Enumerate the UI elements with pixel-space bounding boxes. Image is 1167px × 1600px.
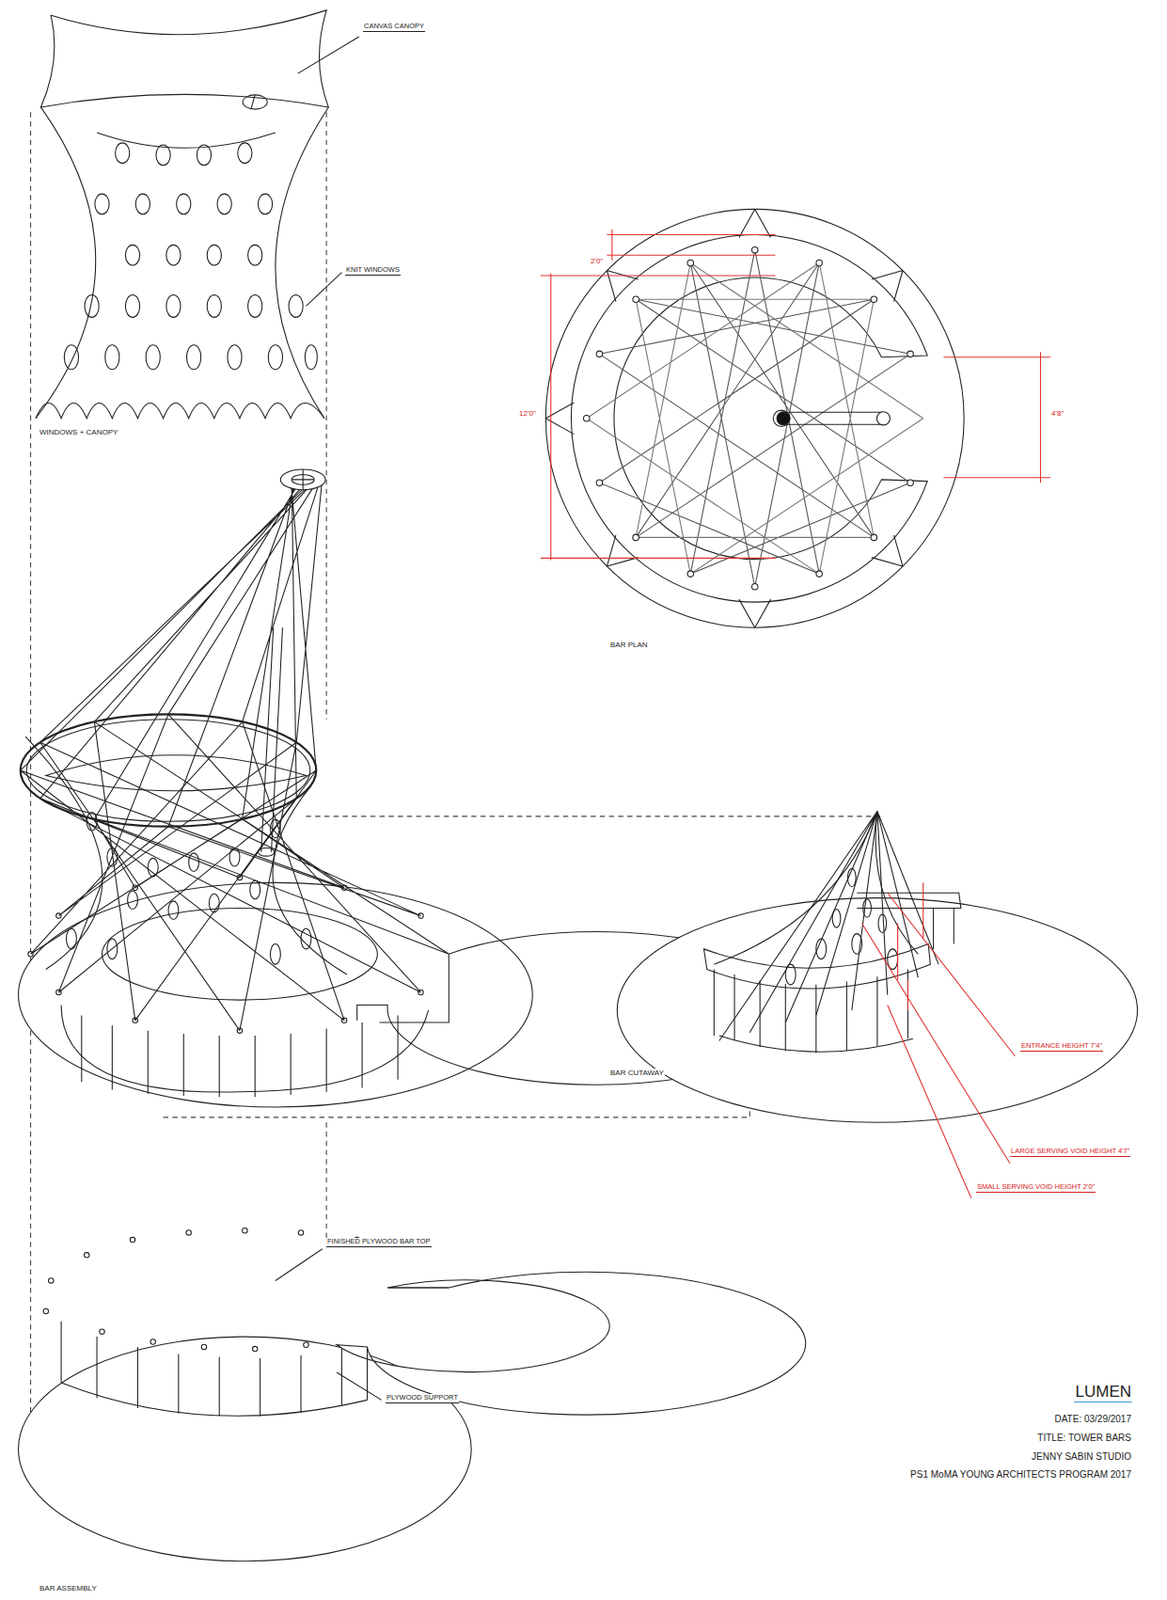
height-note: LARGE SERVING VOID HEIGHT 4'7" bbox=[1009, 1147, 1131, 1157]
bar-assembly-drawing bbox=[18, 1228, 806, 1562]
canopy-drawing bbox=[35, 10, 360, 419]
part-name: CANVAS CANOPY bbox=[362, 22, 426, 32]
view-title: BAR PLAN bbox=[609, 640, 649, 649]
dimension: 2'0" bbox=[589, 256, 604, 266]
view-title: BAR ASSEMBLY bbox=[38, 1583, 98, 1593]
drawing-title: LUMEN bbox=[1073, 1382, 1133, 1403]
view-title: WINDOWS + CANOPY bbox=[38, 427, 119, 437]
title-block-line: JENNY SABIN STUDIO bbox=[1030, 1450, 1133, 1463]
title-block-line: DATE: 03/29/2017 bbox=[1053, 1413, 1133, 1425]
dimension: 4'8" bbox=[1050, 409, 1065, 418]
height-note: SMALL SERVING VOID HEIGHT 2'0" bbox=[976, 1182, 1096, 1193]
part-name: FINISHED PLYWOOD BAR TOP bbox=[326, 1237, 432, 1247]
bar-cutaway-drawing bbox=[616, 810, 1137, 1198]
title-block-line: TITLE: TOWER BARS bbox=[1036, 1432, 1133, 1444]
part-name: KNIT WINDOWS bbox=[345, 266, 401, 276]
dimension: 12'0" bbox=[518, 409, 537, 418]
height-note: ENTRANCE HEIGHT 7'4" bbox=[1020, 1041, 1104, 1052]
title-block-line: PS1 MoMA YOUNG ARCHITECTS PROGRAM 2017 bbox=[909, 1468, 1133, 1481]
view-title: BAR CUTAWAY bbox=[609, 1068, 665, 1077]
part-name: PLYWOOD SUPPORT bbox=[385, 1393, 459, 1404]
bar-plan-drawing bbox=[540, 208, 1051, 628]
